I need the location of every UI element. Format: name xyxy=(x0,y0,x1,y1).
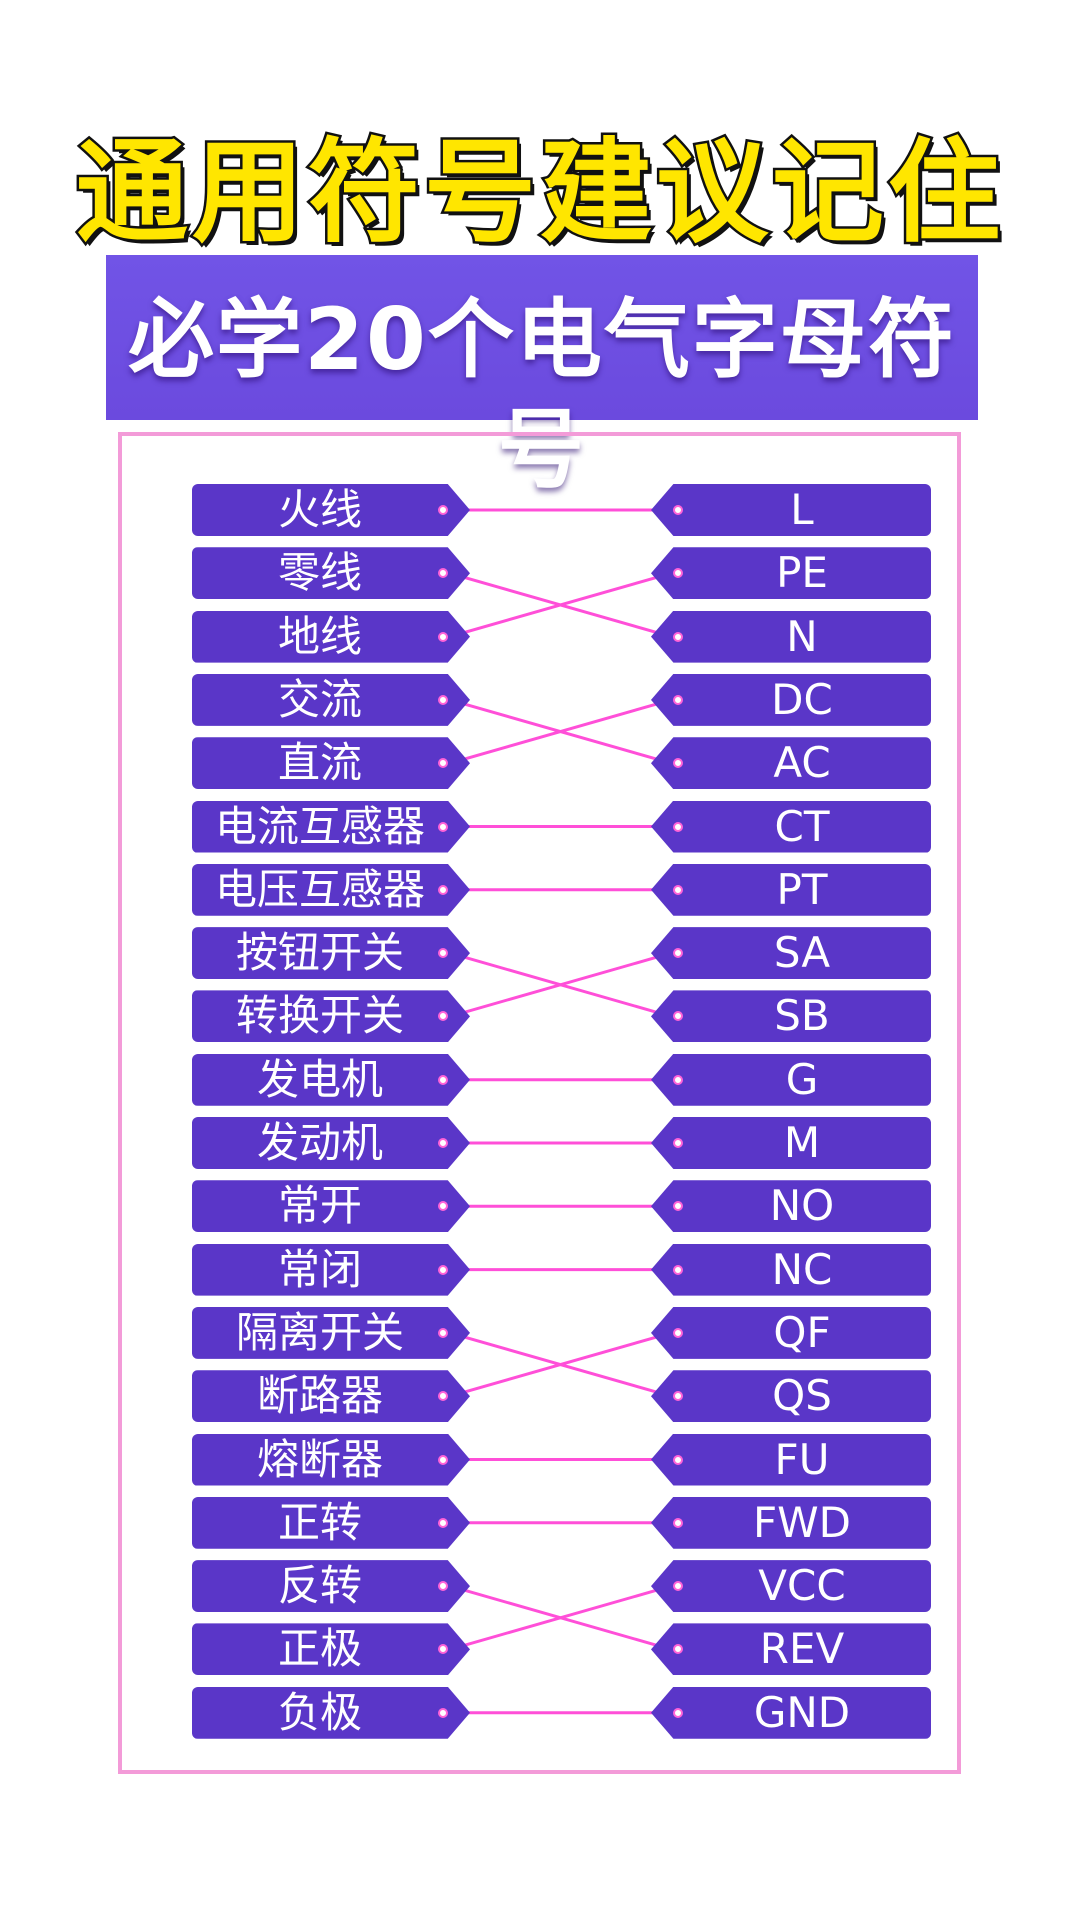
link-line xyxy=(449,571,672,639)
right-tag: VCC xyxy=(651,1560,931,1613)
left-tag: 正极 xyxy=(192,1623,470,1676)
left-dot xyxy=(438,1264,448,1275)
left-tag: 电流互感器 xyxy=(192,800,470,853)
left-tag: 常闭 xyxy=(192,1243,470,1296)
left-dot xyxy=(438,1707,448,1718)
link-line xyxy=(449,1331,672,1398)
left-dot xyxy=(438,1391,448,1402)
left-dot xyxy=(438,821,448,832)
right-dot xyxy=(673,1138,683,1148)
left-tag: 地线 xyxy=(192,610,470,663)
left-dot xyxy=(438,758,448,769)
right-tag: FU xyxy=(651,1433,931,1486)
left-dot xyxy=(438,1581,448,1592)
link-lines xyxy=(449,508,672,1715)
link-line xyxy=(449,698,672,765)
left-tag: 断路器 xyxy=(192,1370,470,1423)
left-dot xyxy=(438,1327,448,1338)
left-dot xyxy=(438,568,448,579)
right-dot xyxy=(673,884,683,895)
left-tag: 熔断器 xyxy=(192,1433,470,1486)
left-dot xyxy=(438,631,448,642)
right-dot xyxy=(673,1517,683,1528)
right-dot xyxy=(673,948,683,959)
matching-frame: 火线零线地线交流直流电流互感器电压互感器按钮开关转换开关发电机发动机常开常闭隔离… xyxy=(118,432,961,1774)
left-tag: 按钮开关 xyxy=(192,927,470,980)
right-tag: NC xyxy=(651,1243,931,1296)
left-tag: 反转 xyxy=(192,1560,470,1613)
right-tag: QS xyxy=(651,1370,931,1423)
left-tag: 常开 xyxy=(192,1180,470,1233)
left-dot xyxy=(438,1138,448,1148)
right-tag: SA xyxy=(651,927,931,980)
left-dot xyxy=(438,948,448,959)
right-dot xyxy=(673,505,683,515)
left-dot xyxy=(438,1517,448,1528)
left-tag: 零线 xyxy=(192,547,470,600)
left-tag: 负极 xyxy=(192,1686,470,1739)
left-tag: 发动机 xyxy=(192,1117,470,1169)
left-dot xyxy=(438,1011,448,1022)
right-dot xyxy=(673,1011,683,1022)
left-tag: 交流 xyxy=(192,673,470,726)
left-dot xyxy=(438,1074,448,1085)
left-tag: 正转 xyxy=(192,1496,470,1549)
right-tag: DC xyxy=(651,673,931,726)
right-tag: AC xyxy=(651,737,931,790)
right-tag: G xyxy=(651,1053,931,1106)
left-dot xyxy=(438,505,448,515)
left-dot xyxy=(438,884,448,895)
right-dot xyxy=(673,1707,683,1718)
link-line xyxy=(449,951,672,1018)
right-dot xyxy=(673,1264,683,1275)
right-dot xyxy=(673,631,683,642)
right-tag: QF xyxy=(651,1306,931,1359)
banner: 必学20个电气字母符号 xyxy=(106,255,978,500)
left-dot xyxy=(438,694,448,705)
right-tag: NO xyxy=(651,1180,931,1233)
right-dot xyxy=(673,1644,683,1655)
headline-title: 通用符号建议记住 xyxy=(74,126,1004,261)
right-dot xyxy=(673,694,683,705)
right-tag: N xyxy=(651,610,931,663)
right-dot xyxy=(673,1581,683,1592)
symbol-card: 必学20个电气字母符号 火线零线地线交流直流电流互感器电压互感器按钮开关转换开关… xyxy=(106,255,978,1785)
left-tag: 隔离开关 xyxy=(192,1306,470,1359)
right-tag: SB xyxy=(651,990,931,1043)
left-dot xyxy=(438,1454,448,1465)
link-line xyxy=(449,1584,672,1651)
right-tag: L xyxy=(651,484,931,536)
left-dot xyxy=(438,1201,448,1212)
left-tag: 火线 xyxy=(192,484,470,536)
banner-title: 必学20个电气字母符号 xyxy=(128,290,956,500)
right-tag: REV xyxy=(651,1623,931,1676)
right-tag: PT xyxy=(651,863,931,916)
right-dot xyxy=(673,821,683,832)
right-dot xyxy=(673,1391,683,1402)
left-dot xyxy=(438,1644,448,1655)
right-dot xyxy=(673,1201,683,1212)
right-dot xyxy=(673,758,683,769)
left-tag: 转换开关 xyxy=(192,990,470,1043)
right-tag: M xyxy=(651,1117,931,1169)
left-tag: 直流 xyxy=(192,737,470,790)
right-dot xyxy=(673,1454,683,1465)
left-tag: 发电机 xyxy=(192,1053,470,1106)
right-tag: CT xyxy=(651,800,931,853)
right-dot xyxy=(673,1074,683,1085)
right-tag: PE xyxy=(651,547,931,600)
right-dot xyxy=(673,568,683,579)
right-tag: FWD xyxy=(651,1496,931,1549)
left-tag: 电压互感器 xyxy=(192,863,470,916)
right-dot xyxy=(673,1327,683,1338)
right-tag: GND xyxy=(651,1686,931,1739)
